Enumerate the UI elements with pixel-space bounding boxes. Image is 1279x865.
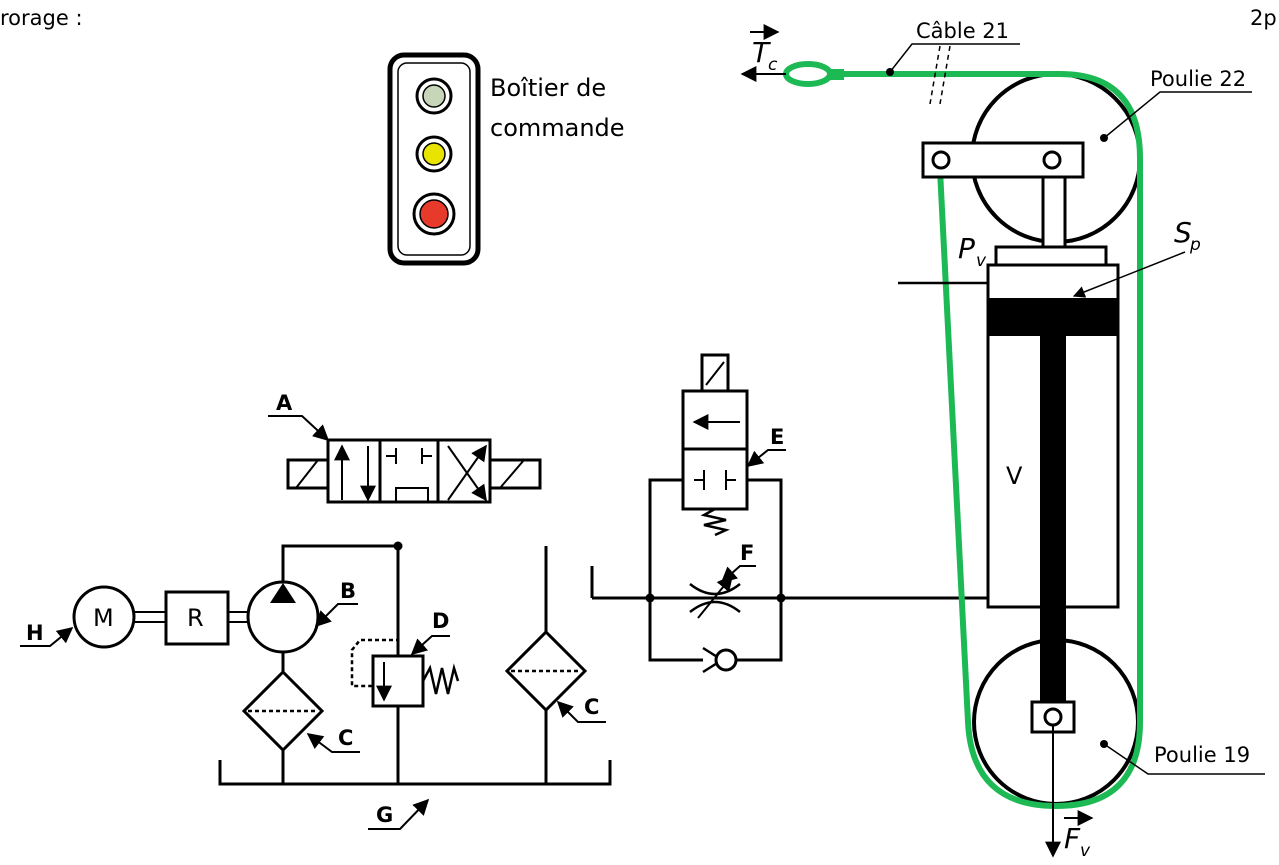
cable-clamp [830,69,844,80]
label-e: E [770,425,784,449]
pulley-19-label: Poulie 19 [1154,743,1250,767]
electric-motor [72,585,136,649]
reducer-label: R [187,604,204,632]
junction-dot [393,541,403,551]
control-box [387,52,481,266]
junction-dot-left [645,593,655,603]
junction-dot-right [776,593,786,603]
tension-label: T c [750,24,780,75]
volume-label: V [1006,462,1023,490]
label-b: B [340,579,356,603]
pressure-label: P v [958,232,987,271]
svg-text:T: T [752,36,771,69]
label-a: A [276,391,293,415]
svg-text:S: S [1174,216,1192,249]
filter-left [241,669,325,753]
return-circuit-lines [590,478,990,662]
label-h: H [26,621,44,645]
reducer [164,590,230,646]
control-box-label-2: commande [490,114,625,142]
svg-text:p: p [1189,235,1201,255]
control-box-label-1: Boîtier de [490,74,606,102]
section-label: S p [1072,216,1201,298]
indicator-light-yellow [415,135,453,173]
shaft-reducer-pump [228,611,248,623]
cylinder-head [994,245,1108,267]
svg-text:F: F [1064,822,1081,855]
pressure-relief-valve [350,638,460,708]
label-f: F [740,541,754,565]
solenoid-valve-e [681,353,749,537]
hydraulic-pump [246,580,320,654]
label-c-right: C [584,695,599,719]
directional-valve-a [286,438,542,504]
filter-right [504,629,588,713]
check-valve [702,646,738,674]
header-right-text: 2p [1250,6,1277,30]
svg-text:P: P [958,232,975,265]
label-g: G [376,803,393,827]
top-yoke [921,141,1085,249]
motor-label: M [93,604,114,632]
pulley-22-label: Poulie 22 [1150,67,1246,91]
indicator-light-red [412,192,456,236]
label-d: D [432,609,449,633]
hydraulic-lines [281,544,548,784]
label-c-left: C [338,726,353,750]
cable-label: Câble 21 [916,19,1009,43]
force-label: F v [1064,810,1094,861]
header-left-text: rorage : [0,6,83,30]
shaft-motor-reducer [134,611,166,623]
svg-text:v: v [976,251,987,271]
cable-break-marks [929,45,951,105]
indicator-light-green [415,77,453,115]
svg-text:v: v [1080,841,1091,861]
svg-text:c: c [768,55,778,75]
hydraulic-cylinder [986,263,1120,708]
tank [218,760,612,786]
